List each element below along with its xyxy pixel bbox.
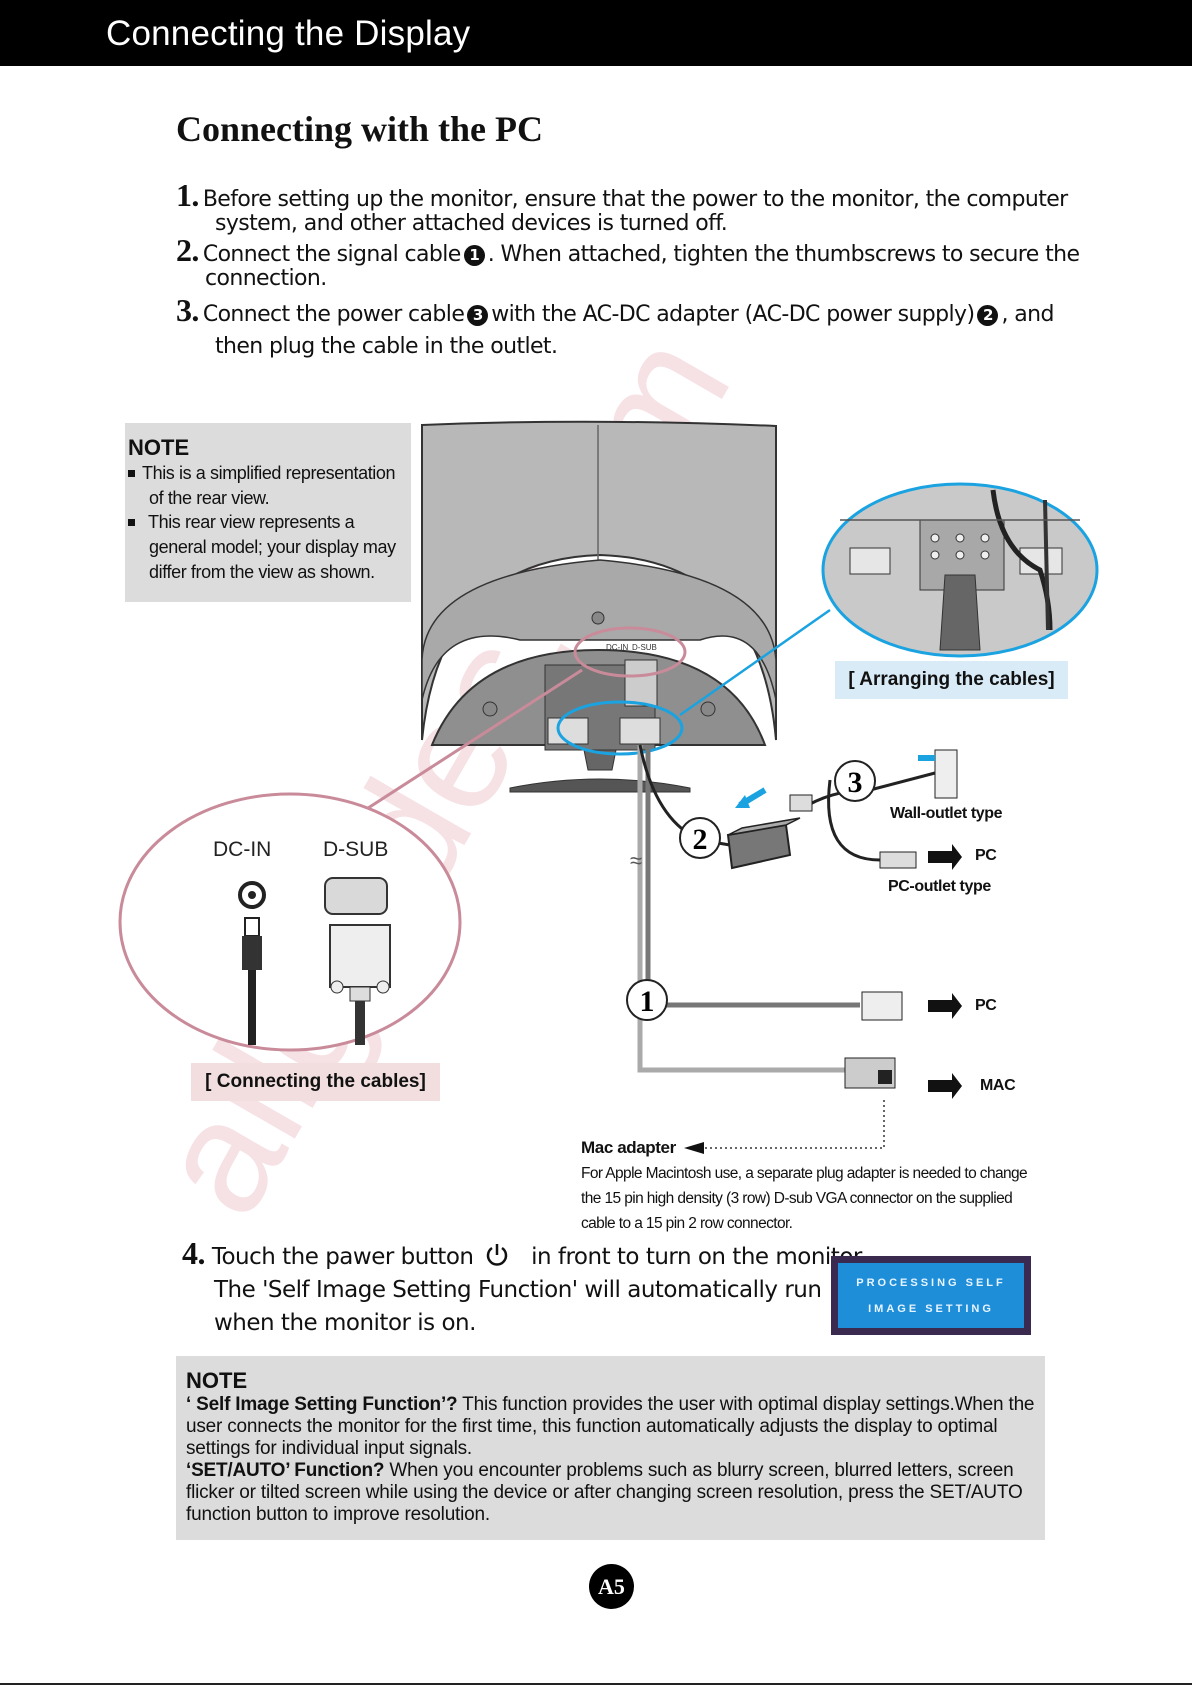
small-dcin-label: DC-IN bbox=[606, 643, 628, 652]
connecting-cables-zoom bbox=[118, 792, 462, 1052]
mac-adapter-label: Mac adapter bbox=[581, 1138, 676, 1157]
page-number-badge: A5 bbox=[589, 1564, 634, 1609]
step-4-text-b: in front to turn on the monitor. bbox=[531, 1244, 867, 1270]
mac-adapter-note: For Apple Macintosh use, a separate plug… bbox=[581, 1161, 1061, 1236]
bullet-square-icon bbox=[128, 519, 135, 526]
note-bullet-2-line1: This rear view represents a bbox=[148, 512, 355, 532]
step-4-number: 4. bbox=[182, 1235, 206, 1271]
port-highlight-ellipse bbox=[573, 626, 687, 678]
pc-power-label: PC bbox=[975, 847, 997, 864]
wall-cord bbox=[869, 771, 936, 792]
ac-plug-icon bbox=[789, 794, 813, 812]
step-1-number: 1. bbox=[176, 177, 199, 213]
blue-arrowhead-icon bbox=[735, 795, 750, 808]
step-1-line1: Before setting up the monitor, ensure th… bbox=[202, 187, 1068, 212]
step-4-line2: The 'Self Image Setting Function' will a… bbox=[214, 1277, 822, 1303]
zoom-dcin-label: DC-IN bbox=[213, 838, 271, 861]
note-bottom-label: NOTE bbox=[186, 1368, 248, 1393]
adapter-2-marker: 2 bbox=[977, 305, 999, 326]
pc-outlet-plug-icon bbox=[879, 851, 917, 869]
break-symbol: ≈ bbox=[630, 848, 642, 873]
mac-note-line2: the 15 pin high density (3 row) D-sub VG… bbox=[581, 1190, 1013, 1207]
cable-1-marker: 1 bbox=[463, 245, 485, 266]
note-bullet-2-line3: differ from the view as shown. bbox=[149, 562, 375, 582]
step-3-number: 3. bbox=[176, 292, 199, 328]
pc-outlet-cord bbox=[827, 779, 881, 862]
mac-adapter-leader bbox=[704, 1100, 885, 1149]
zoom-dsub-label: D-SUB bbox=[323, 838, 388, 861]
mac-note-line3: cable to a 15 pin 2 row connector. bbox=[581, 1215, 793, 1232]
arrow-right-icon bbox=[928, 844, 962, 870]
note-box-functions: NOTE ‘ Self Image Setting Function’? Thi… bbox=[176, 1356, 1045, 1540]
power-button-icon bbox=[487, 1244, 508, 1266]
mac-cable bbox=[637, 745, 845, 1073]
connecting-cables-callout: [ Connecting the cables] bbox=[191, 1063, 440, 1101]
step-2-text-b: . When attached, tighten the thumbscrews… bbox=[487, 242, 1080, 267]
self-image-description: This function provides the user with opt… bbox=[186, 1394, 1035, 1459]
step-2-text-a: Connect the signal cable bbox=[202, 242, 462, 267]
step-3-text-c: , and bbox=[1001, 302, 1054, 327]
adapter-number-2-text: 2 bbox=[693, 823, 708, 856]
step-4: 4. Touch the pawer button in front to tu… bbox=[182, 1237, 867, 1340]
pc-outlet-label: PC-outlet type bbox=[888, 878, 991, 895]
arrow-right-icon bbox=[928, 1073, 962, 1099]
bullet-square-icon bbox=[128, 470, 135, 477]
step-3-text-b: with the AC-DC adapter (AC-DC power supp… bbox=[491, 302, 975, 327]
step-3-text-a: Connect the power cable bbox=[202, 302, 465, 327]
monitor-back bbox=[421, 420, 777, 793]
note-bottom-text: ‘ Self Image Setting Function’? This fun… bbox=[186, 1394, 1041, 1526]
step-1: 1.Before setting up the monitor, ensure … bbox=[176, 179, 1068, 214]
adapter-number-2-badge bbox=[679, 817, 721, 859]
osd-message-box: PROCESSING SELF IMAGE SETTING bbox=[831, 1256, 1031, 1335]
note-bullet-1-line1: This is a simplified representation bbox=[142, 463, 396, 483]
step-1-line2: system, and other attached devices is tu… bbox=[215, 211, 728, 236]
header-bar: Connecting the Display bbox=[0, 0, 1192, 66]
bottom-rule bbox=[0, 1683, 1192, 1685]
osd-line1: PROCESSING SELF bbox=[856, 1277, 1006, 1289]
note-bullet-1-line2: of the rear view. bbox=[149, 488, 270, 508]
wall-outlet-label: Wall-outlet type bbox=[890, 805, 1003, 822]
vga-pc-connector-icon bbox=[861, 991, 903, 1021]
step-4-line3: when the monitor is on. bbox=[214, 1310, 476, 1336]
step-4-text-a: Touch the pawer button bbox=[211, 1244, 474, 1270]
small-dsub-label: D-SUB bbox=[632, 643, 657, 652]
cable-number-1-badge bbox=[626, 979, 668, 1021]
arrow-right-icon bbox=[928, 993, 962, 1019]
arranging-cables-zoom bbox=[821, 482, 1099, 658]
mac-adapter-icon bbox=[878, 1070, 892, 1084]
ac-dc-adapter bbox=[726, 817, 801, 870]
cable-3-marker: 3 bbox=[467, 305, 489, 326]
mac-adapter-arrow-icon bbox=[684, 1142, 704, 1154]
note-label: NOTE bbox=[128, 435, 190, 460]
power-number-3-text: 3 bbox=[848, 766, 863, 799]
mac-note-line1: For Apple Macintosh use, a separate plug… bbox=[581, 1165, 1028, 1182]
cable-number-1-text: 1 bbox=[640, 985, 655, 1018]
step-3-line2: then plug the cable in the outlet. bbox=[215, 334, 558, 359]
set-auto-heading: ‘SET/AUTO’ Function? bbox=[186, 1460, 385, 1481]
osd-message-panel: PROCESSING SELF IMAGE SETTING bbox=[838, 1263, 1024, 1328]
cable-highlight-ellipse bbox=[556, 700, 684, 756]
wall-outlet-icon bbox=[934, 749, 958, 799]
arranging-cables-callout: [ Arranging the cables] bbox=[835, 661, 1068, 699]
step-2-number: 2. bbox=[176, 232, 199, 268]
set-auto-description: When you encounter problems such as blur… bbox=[186, 1460, 1023, 1525]
mac-signal-label: MAC bbox=[980, 1077, 1016, 1094]
self-image-heading: ‘ Self Image Setting Function’? bbox=[186, 1394, 458, 1415]
chapter-title: Connecting the Display bbox=[106, 14, 471, 53]
section-title: Connecting with the PC bbox=[176, 109, 543, 149]
note-box-rear-view: NOTE This is a simplified representation… bbox=[125, 423, 411, 602]
note-bullet-2-line2: general model; your display may bbox=[149, 537, 396, 557]
note-bullet-1: This is a simplified representation of t… bbox=[128, 461, 396, 511]
power-number-3-badge bbox=[834, 760, 876, 802]
step-2-line2: connection. bbox=[205, 266, 327, 291]
blue-leader-line bbox=[679, 608, 831, 717]
note-bullet-2: This rear view represents a general mode… bbox=[128, 510, 396, 585]
pink-leader-line bbox=[364, 668, 583, 812]
pc-signal-label: PC bbox=[975, 997, 997, 1014]
osd-line2: IMAGE SETTING bbox=[868, 1303, 994, 1315]
